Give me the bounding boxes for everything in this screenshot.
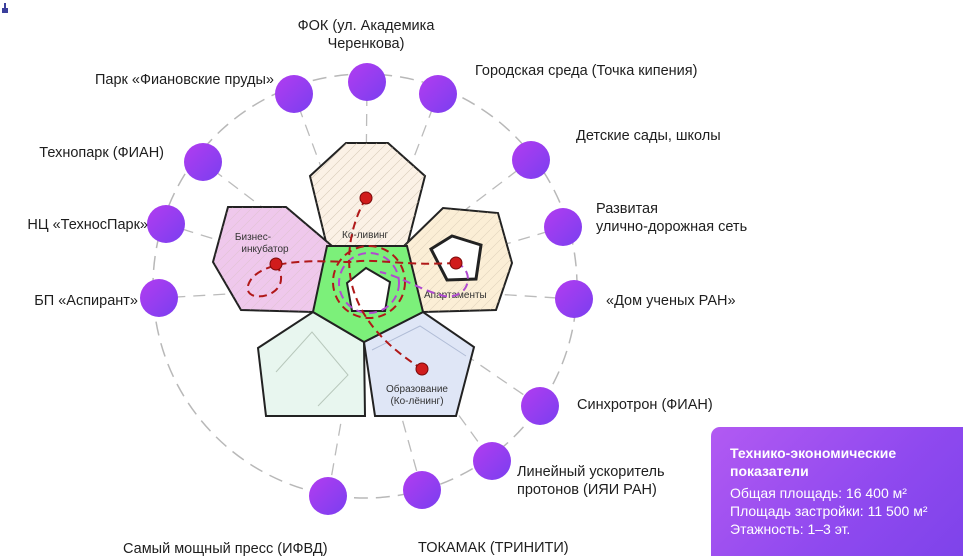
tep-total-area: Общая площадь: 16 400 м² — [730, 485, 907, 501]
zone-label-education-2: (Ко-лёнинг) — [390, 396, 443, 407]
label-synchrotron: Синхротрон (ФИАН) — [577, 397, 713, 413]
tep-card: Технико-экономические показатели Общая п… — [711, 427, 963, 556]
label-house: «Дом ученых РАН» — [606, 293, 736, 309]
label-technos: НЦ «ТехносПарк» — [27, 217, 148, 233]
marker-business — [269, 257, 283, 271]
zone-label-education-1: Образование — [386, 383, 448, 395]
label-accelerator: Линейный ускоритель протонов (ИЯИ РАН) — [517, 464, 665, 498]
tep-title: Технико-экономические показатели — [730, 445, 897, 479]
zone-label-business-1: Бизнес- — [235, 232, 271, 243]
zone-lower-left — [256, 310, 367, 417]
tep-built-area: Площадь застройки: 11 500 м² — [730, 503, 928, 519]
node-accelerator — [473, 442, 511, 480]
marker-apartments — [449, 256, 463, 270]
node-fok — [348, 63, 386, 101]
node-park — [275, 75, 313, 113]
marker-education — [415, 362, 429, 376]
label-aspirant: БП «Аспирант» — [34, 293, 138, 309]
node-city — [419, 75, 457, 113]
marker-coliving — [359, 191, 373, 205]
label-roads: Развитая улично-дорожная сеть — [596, 201, 748, 235]
markers — [269, 191, 463, 376]
corner-mark-icon — [2, 3, 8, 13]
label-fok: ФОК (ул. Академика Черенкова) — [297, 18, 435, 52]
label-kindergarten: Детские сады, школы — [576, 128, 721, 144]
zone-label-business-2: инкубатор — [241, 243, 289, 255]
nodes — [140, 63, 593, 515]
node-kindergarten — [512, 141, 550, 179]
connection-paths — [246, 197, 469, 370]
label-park: Парк «Фиановские пруды» — [94, 72, 274, 88]
node-aspirant — [140, 279, 178, 317]
tep-floors: Этажность: 1–3 эт. — [730, 521, 851, 537]
node-press — [309, 477, 347, 515]
zone-label-coliving: Ко-ливинг — [342, 230, 389, 241]
node-technos — [147, 205, 185, 243]
node-technopark — [184, 143, 222, 181]
node-tokamak — [403, 471, 441, 509]
node-synchrotron — [521, 387, 559, 425]
label-tokamak: ТОКАМАК (ТРИНИТИ) — [418, 540, 569, 556]
node-house — [555, 280, 593, 318]
label-technopark: Технопарк (ФИАН) — [39, 145, 164, 161]
node-roads — [544, 208, 582, 246]
label-city: Городская среда (Точка кипения) — [475, 63, 698, 79]
label-press: Самый мощный пресс (ИФВД) — [123, 541, 328, 557]
